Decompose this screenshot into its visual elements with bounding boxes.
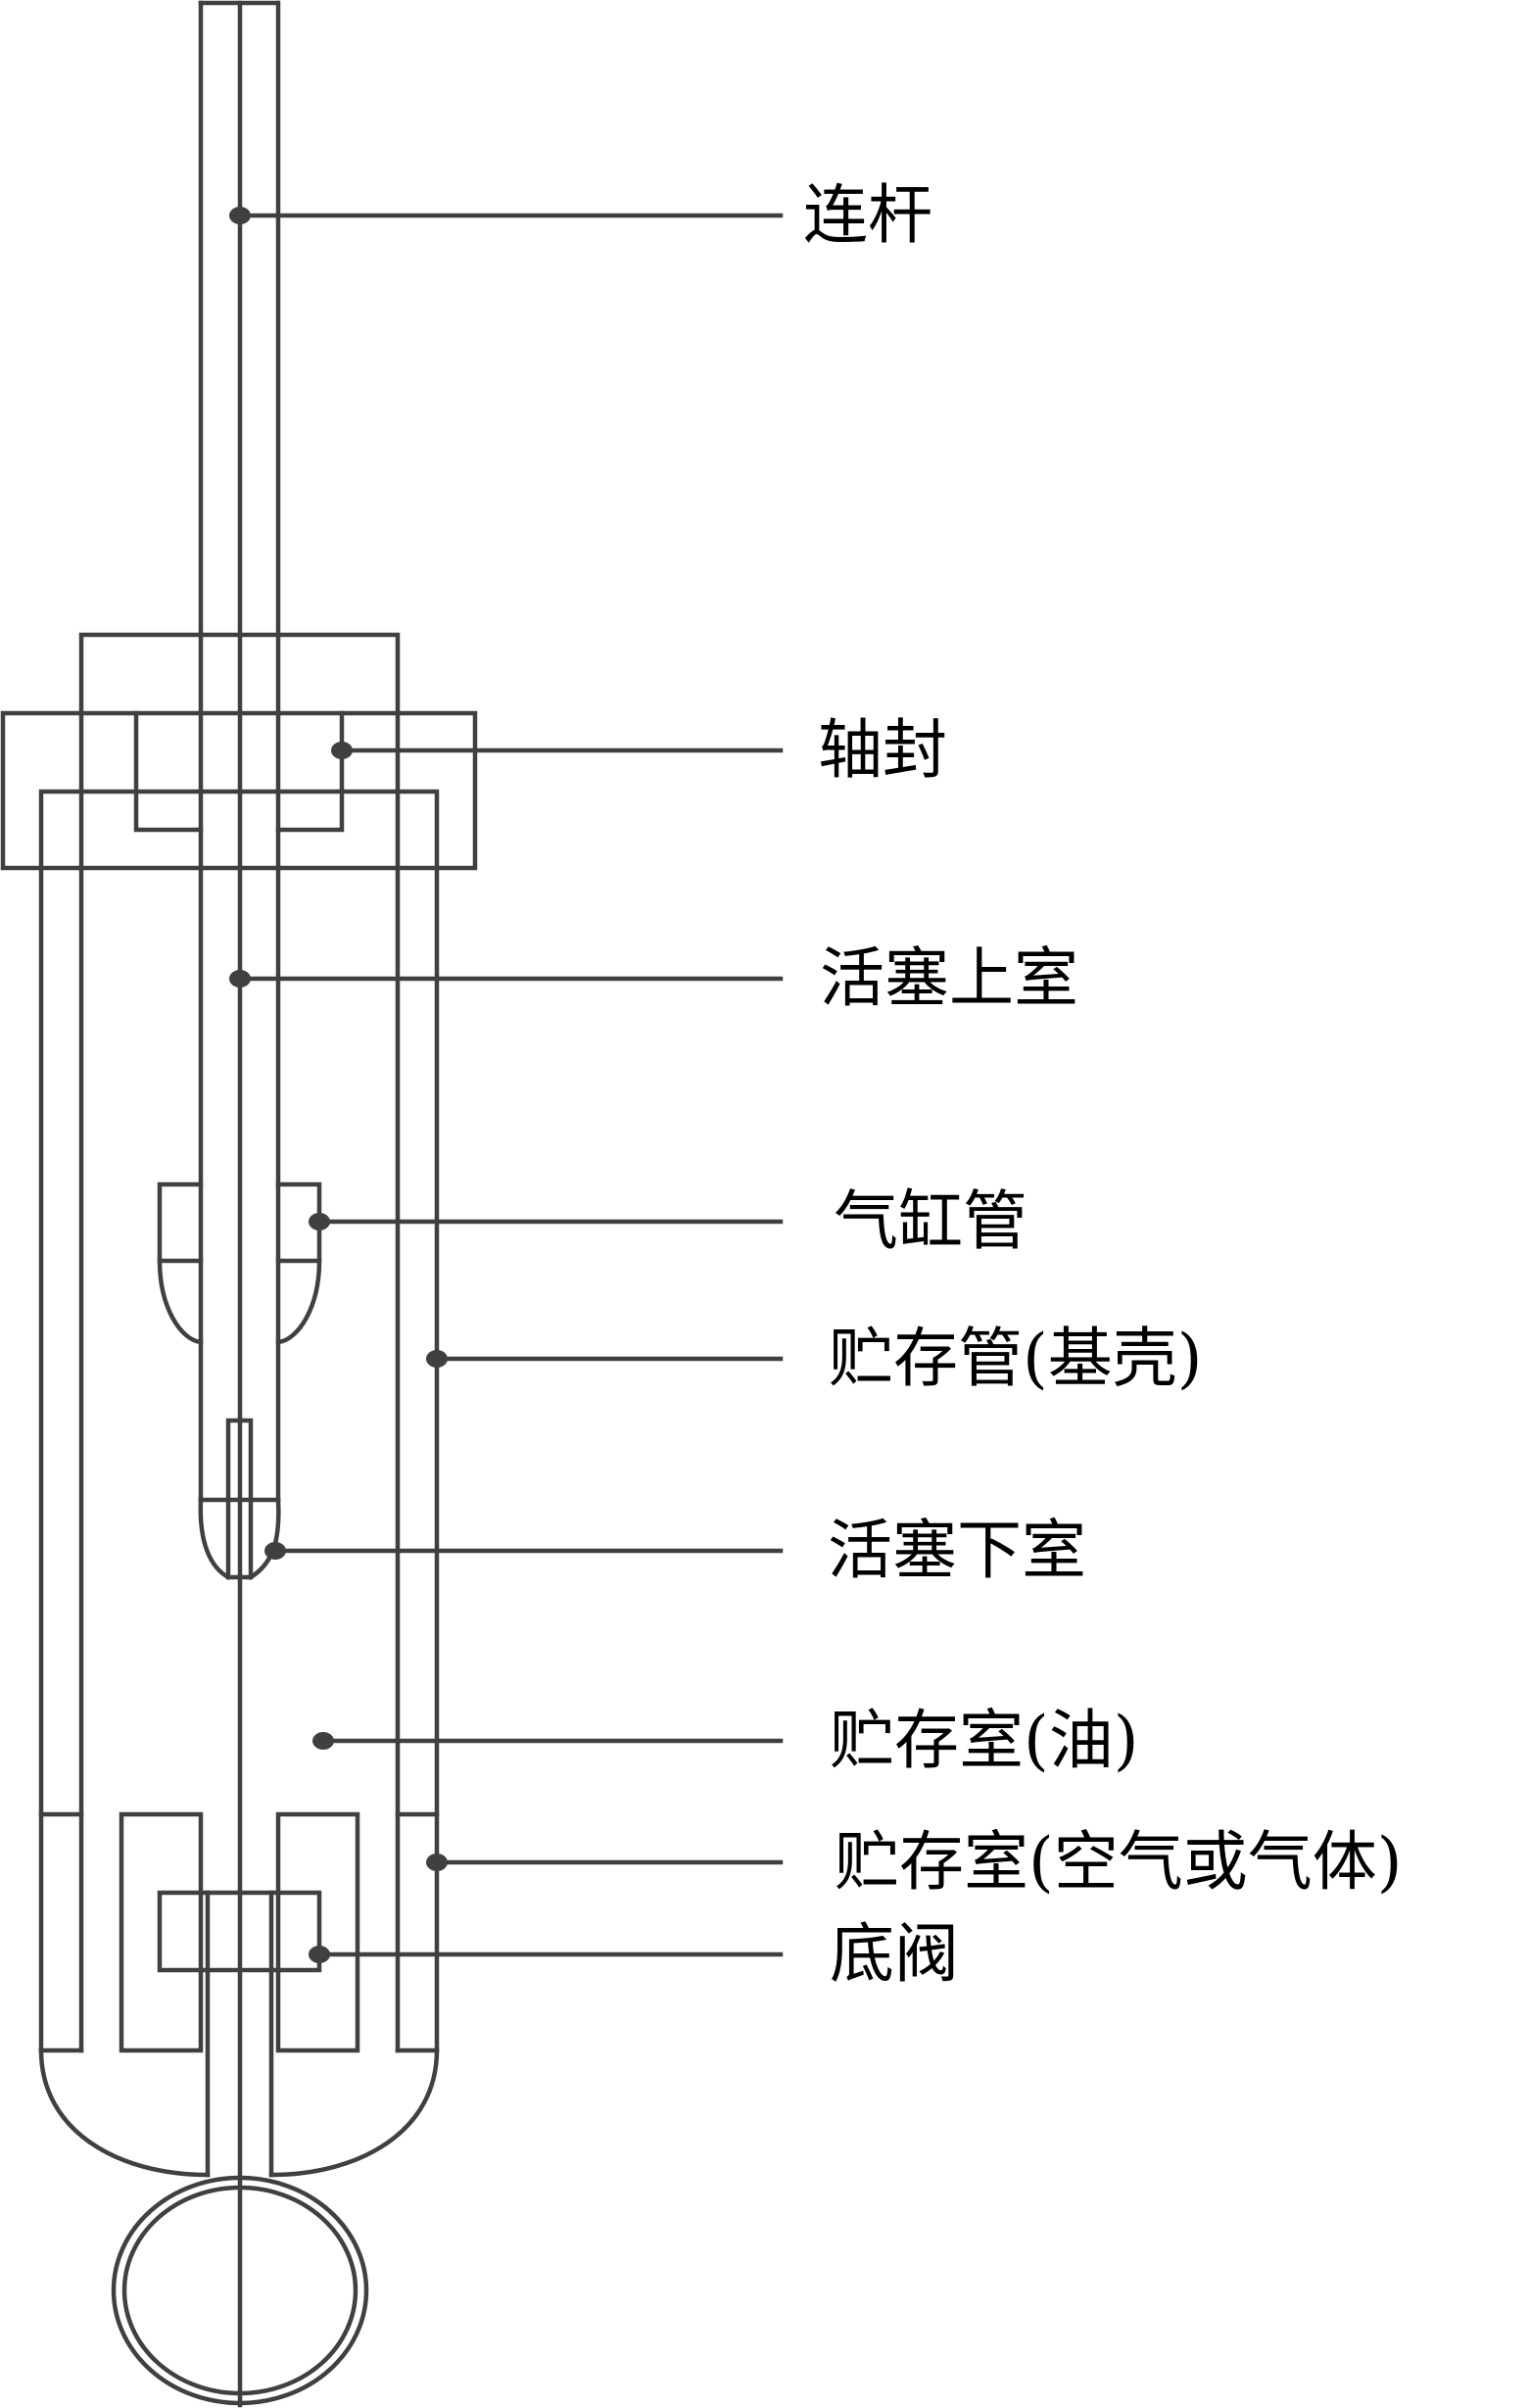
label-upper-piston-chamber: 活塞上室 [820,940,1078,1016]
cylinder-tube [78,632,401,2053]
mounting-eye [111,2175,369,2406]
dot-cylinder-tube [309,1213,330,1230]
label-shaft-seal: 轴封 [818,712,947,788]
label-lower-piston-chamber: 活塞下室 [828,1513,1086,1588]
reservoir-tube [38,789,440,2178]
leader-dots [229,207,448,1963]
piston [157,1181,322,1345]
base-valve [119,1811,360,2178]
dot-connecting-rod [229,207,251,224]
dot-shaft-seal [331,742,353,759]
label-reservoir-tube: 贮存管(基壳) [829,1321,1203,1396]
leader-lines [237,213,784,1957]
dot-lower-chamber [264,1542,286,1560]
label-connecting-rod: 连杆 [803,177,932,253]
label-reservoir-gas: 贮存室(空气或气体) [835,1824,1403,1900]
label-base-valve: 底阀 [830,1916,959,1992]
dot-upper-chamber [229,970,251,987]
dot-reservoir-tube [426,1350,448,1368]
label-cylinder-tube: 气缸管 [834,1183,1027,1259]
connecting-rod [198,0,281,1581]
dot-reservoir-gas [426,1854,448,1871]
dot-base-valve [309,1946,330,1963]
label-reservoir-oil: 贮存室(油) [830,1703,1139,1778]
dot-reservoir-oil [312,1732,334,1750]
